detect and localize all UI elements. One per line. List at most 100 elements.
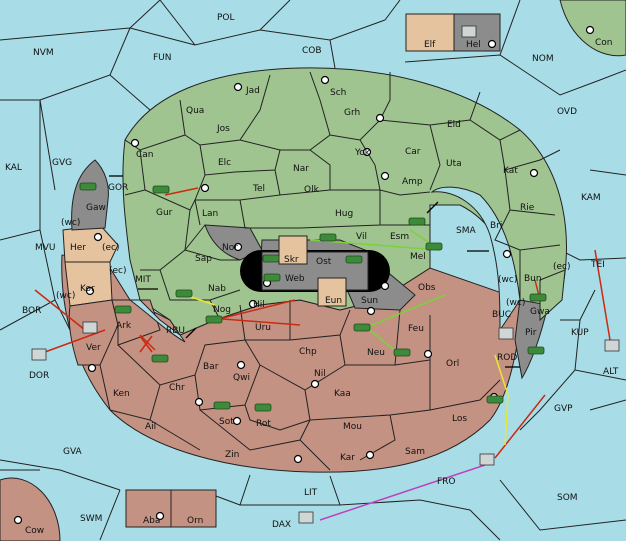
label-gaw: Gaw — [86, 203, 106, 213]
sea-label-gor: GOR — [108, 183, 128, 193]
label-hel: Hel — [466, 40, 481, 50]
label-bar: Bar — [203, 362, 219, 372]
label-amp: Amp — [402, 177, 423, 187]
label-kat: Kat — [503, 166, 518, 176]
label-chr: Chr — [169, 383, 185, 393]
label-jos: Jos — [216, 124, 230, 134]
inlet-mit — [128, 299, 186, 343]
label-nil: Nil — [314, 369, 326, 379]
sea-label-rbu: RBU — [166, 326, 185, 336]
sea-label-dor: DOR — [29, 371, 49, 381]
label-qua: Qua — [186, 106, 204, 116]
label-ken: Ken — [113, 389, 130, 399]
label-bri: Bri — [490, 221, 502, 231]
label-neu: Neu — [367, 348, 385, 358]
label-rot: Rot — [256, 419, 271, 429]
label-nar: Nar — [293, 164, 309, 174]
label-hil: Hil — [253, 300, 265, 310]
label-esm: Esm — [390, 232, 409, 242]
north-landmass — [122, 67, 568, 336]
fleet-units[interactable] — [31, 25, 620, 524]
army-units[interactable] — [79, 182, 547, 412]
sea-label-mit: MIT — [135, 275, 151, 285]
sea-label-mvu: MVU — [35, 243, 56, 253]
label-jad: Jad — [245, 86, 260, 96]
province-eun[interactable] — [317, 277, 347, 307]
label-skr: Skr — [284, 255, 299, 265]
label-gwa: Gwa — [530, 307, 550, 317]
label-rie: Rie — [520, 203, 535, 213]
sea-label-sma: SMA — [456, 226, 476, 236]
label-sap: Sap — [195, 254, 212, 264]
label-ost: Ost — [316, 257, 332, 267]
land-borders-north — [124, 71, 561, 321]
label-ver: Ver — [86, 343, 101, 353]
label-kor: Kor — [80, 284, 95, 294]
sea-label-rod: ROD — [497, 353, 517, 363]
supply-centres — [13, 25, 595, 525]
sea-label-tei: TEI — [590, 260, 605, 270]
sea-label-kup: KUP — [571, 328, 589, 338]
province-skr[interactable] — [278, 235, 308, 265]
label-los: Los — [452, 414, 467, 424]
sea-label-nom: NOM — [532, 54, 554, 64]
coast-mark-kor-ec: (ec) — [109, 266, 127, 276]
province-elf[interactable] — [405, 13, 455, 52]
label-her: Her — [70, 243, 86, 253]
label-mel: Mel — [410, 252, 426, 262]
label-grh: Grh — [344, 108, 360, 118]
coast-mark-kor-wc: (wc) — [56, 291, 75, 301]
label-sch: Sch — [330, 88, 346, 98]
label-orl: Orl — [446, 359, 459, 369]
coast-mark-her-wc: (wc) — [61, 218, 80, 228]
label-yok: Yok — [354, 148, 371, 158]
sea-label-fun: FUN — [153, 53, 172, 63]
coast-mark-bun-wc: (wc) — [498, 275, 517, 285]
label-car: Car — [405, 147, 421, 157]
sea-label-alt: ALT — [603, 367, 619, 377]
land-labels: Jad Sch Qua Jos Grh Eld Can Yok Car Uta … — [70, 40, 550, 526]
label-sam: Sam — [405, 447, 425, 457]
label-web: Web — [285, 274, 305, 284]
label-qwi: Qwi — [233, 373, 250, 383]
sea-label-gvg: GVG — [52, 158, 72, 168]
sea-label-kal: KAL — [5, 163, 22, 173]
sea-label-nvm: NVM — [33, 48, 54, 58]
label-pir: Pir — [525, 328, 537, 338]
label-lan: Lan — [202, 209, 218, 219]
label-ark: Ark — [116, 321, 132, 331]
label-can: Can — [136, 150, 154, 160]
sea-label-gvp: GVP — [554, 404, 573, 414]
province-gaw[interactable] — [71, 159, 109, 231]
sea-label-swm: SWM — [80, 514, 102, 524]
sea-label-buc: BUC — [492, 310, 511, 320]
label-kaa: Kaa — [334, 389, 351, 399]
coast-mark-bun-ec: (ec) — [553, 262, 571, 272]
coast-mark-gwa-wc: (wc) — [506, 298, 525, 308]
label-uta: Uta — [446, 159, 462, 169]
label-aba: Aba — [143, 516, 160, 526]
label-nor: Nor — [222, 243, 238, 253]
label-olk: Olk — [304, 185, 320, 195]
sea-label-som: SOM — [557, 493, 578, 503]
coast-mark-her-ec: (ec) — [102, 243, 120, 253]
province-orn[interactable] — [170, 489, 217, 528]
label-ail: Ail — [145, 422, 156, 432]
label-feu: Feu — [408, 324, 424, 334]
label-sot: Sot — [219, 417, 234, 427]
label-gur: Gur — [156, 208, 173, 218]
label-eld: Eld — [447, 120, 461, 130]
label-tel: Tel — [252, 184, 265, 194]
sea-label-con: Con — [595, 38, 613, 48]
label-sun: Sun — [361, 296, 378, 306]
label-eun: Eun — [325, 296, 342, 306]
province-gwa[interactable] — [539, 269, 566, 322]
sea-labels: POL NVM FUN COB NOM Con OVD KAL GVG GOR … — [5, 13, 619, 536]
label-nab: Nab — [208, 284, 226, 294]
sea-label-lit: LIT — [304, 488, 318, 498]
sea-label-gva: GVA — [63, 447, 83, 457]
sea-label-fro: FRO — [437, 477, 456, 487]
sea-label-bor: BOR — [22, 306, 41, 316]
